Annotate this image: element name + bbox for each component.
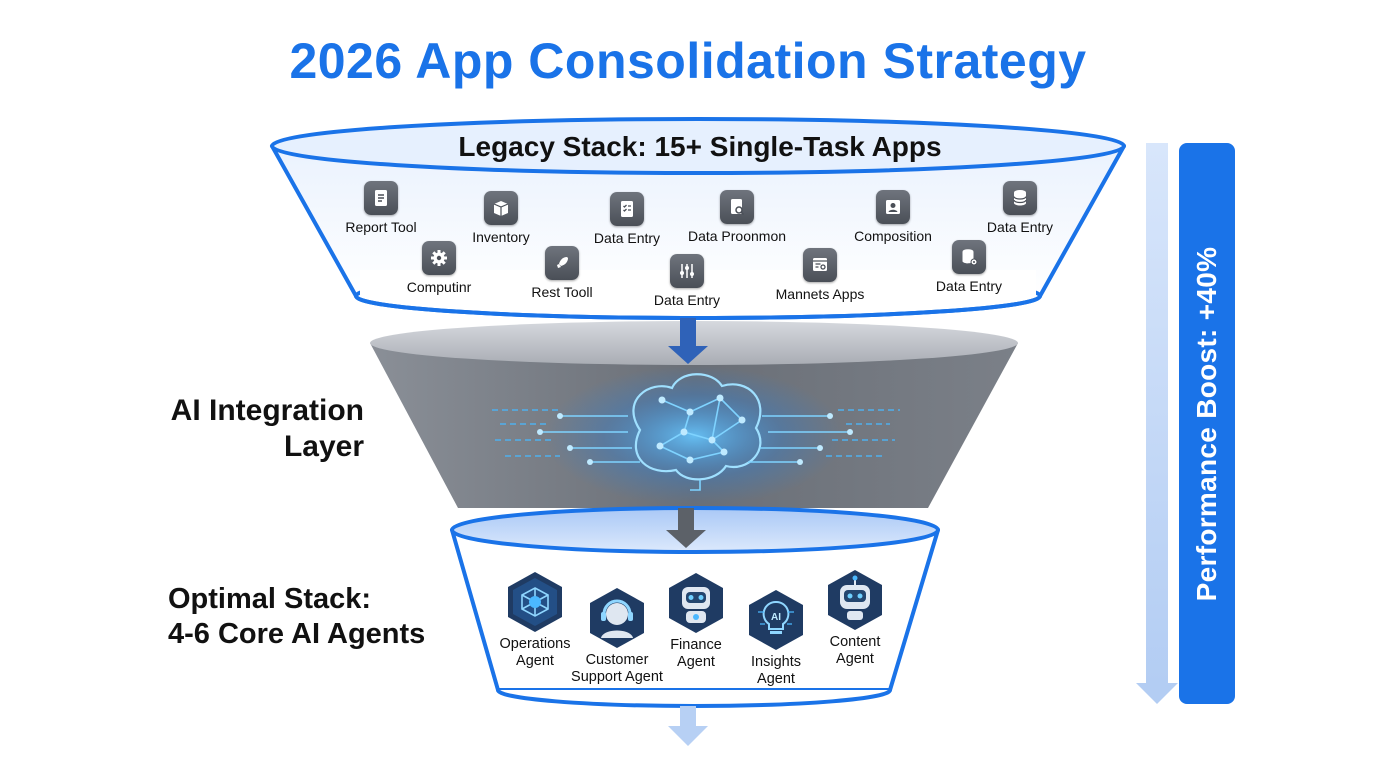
- app-label: Mannets Apps: [775, 286, 865, 302]
- database-icon: [1003, 181, 1037, 215]
- ai-brain-icon: [492, 373, 900, 491]
- app-data-proonmon: Data Proonmon: [667, 190, 807, 244]
- app-data-entry-3: Data Entry: [617, 254, 757, 308]
- sliders-icon: [670, 254, 704, 288]
- network-hexagon-icon: [508, 572, 562, 632]
- ai-integration-funnel: [370, 321, 1018, 508]
- gear-icon: [422, 241, 456, 275]
- legacy-stack-title: Legacy Stack: 15+ Single-Task Apps: [458, 131, 942, 162]
- progress-arrow: [1136, 143, 1178, 704]
- legacy-stack-funnel: [270, 117, 1126, 320]
- app-report-tool: Report Tool: [311, 181, 451, 235]
- app-label: Data Entry: [986, 219, 1054, 235]
- app-label: Computinr: [406, 279, 472, 295]
- svg-text:AI: AI: [771, 612, 781, 623]
- report-icon: [364, 181, 398, 215]
- contact-card-icon: [876, 190, 910, 224]
- headset-agent-icon: [590, 588, 644, 648]
- ai-integration-line2: Layer: [283, 430, 364, 463]
- rocket-icon: [545, 246, 579, 280]
- app-label: Report Tool: [345, 219, 417, 235]
- robot-content-icon: [828, 570, 882, 630]
- doc-search-icon: [720, 190, 754, 224]
- app-data-entry-4: Data Entry: [899, 240, 1039, 294]
- flow-arrow-1: [668, 318, 708, 364]
- ai-bulb-icon: AI: [749, 590, 803, 650]
- checklist-icon: [610, 192, 644, 226]
- performance-boost-label: Performance Boost: +40%: [1191, 246, 1222, 602]
- robot-icon: [669, 573, 723, 633]
- optimal-stack-line2: 4-6 Core AI Agents: [168, 617, 426, 650]
- ai-integration-line1: AI Integration: [170, 394, 364, 427]
- app-rest-tooll: Rest Tooll: [492, 246, 632, 300]
- app-computinr: Computinr: [369, 241, 509, 295]
- app-label: Rest Tooll: [531, 284, 593, 300]
- app-mannets-apps: Mannets Apps: [750, 248, 890, 302]
- app-label: Data Entry: [593, 230, 661, 246]
- database-gear-icon: [952, 240, 986, 274]
- app-label: Inventory: [472, 229, 530, 245]
- app-label: Data Entry: [653, 292, 721, 308]
- app-data-entry-1: Data Entry: [557, 192, 697, 246]
- page-title: 2026 App Consolidation Strategy: [289, 33, 1087, 89]
- app-inventory: Inventory: [431, 191, 571, 245]
- ai-integration-label: AI Integration Layer: [120, 393, 364, 465]
- performance-boost-bar: [1179, 143, 1235, 704]
- app-label: Data Entry: [935, 278, 1003, 294]
- browser-search-icon: [803, 248, 837, 282]
- flow-arrow-3: [668, 706, 708, 746]
- app-label: Composition: [854, 228, 932, 244]
- app-composition: Composition: [823, 190, 963, 244]
- flow-arrow-2: [666, 508, 706, 548]
- app-label: Data Proonmon: [687, 228, 787, 244]
- optimal-stack-line1: Optimal Stack:: [168, 583, 372, 615]
- app-data-entry-2: Data Entry: [950, 181, 1090, 235]
- box-icon: [484, 191, 518, 225]
- optimal-stack-label: Optimal Stack: 4-6 Core AI Agents: [168, 582, 425, 652]
